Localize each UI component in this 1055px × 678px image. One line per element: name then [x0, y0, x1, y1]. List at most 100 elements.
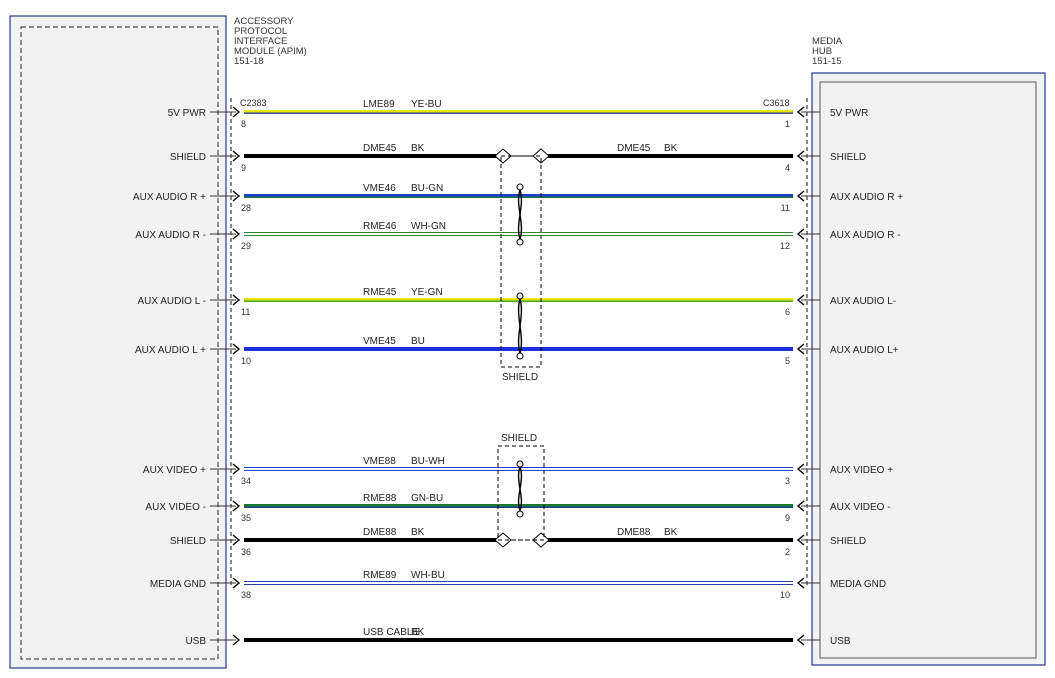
right-pin-number: 4	[785, 163, 790, 173]
wire-right-label: AUX AUDIO L-	[830, 296, 896, 307]
color-code-label: BU-WH	[411, 456, 445, 467]
wire-right-label: MEDIA GND	[830, 579, 886, 590]
left-terminal-chevron	[232, 106, 241, 118]
right-terminal-chevron	[796, 634, 805, 646]
left-terminal-chevron	[232, 534, 241, 546]
right-pin-number: 12	[780, 241, 790, 251]
wire-left-label: AUX AUDIO R -	[135, 230, 206, 241]
right-terminal-chevron	[796, 150, 805, 162]
circuit-label: DME88	[363, 527, 397, 538]
left-terminal-chevron	[232, 463, 241, 475]
video-shield-label: SHIELD	[501, 433, 537, 444]
color-code-label: BK	[411, 143, 425, 154]
apim-title-line: INTERFACE	[234, 36, 287, 47]
right-color-code-label: BK	[664, 143, 678, 154]
wire-right-label: SHIELD	[830, 152, 866, 163]
right-terminal-chevron	[796, 500, 805, 512]
wire-left-label: AUX VIDEO -	[145, 502, 206, 513]
media-hub-title-line: 151-15	[812, 56, 842, 67]
left-terminal-chevron	[232, 500, 241, 512]
right-terminal-chevron	[796, 106, 805, 118]
aux-audio-l-twisted-pair-twist-b	[517, 298, 523, 354]
left-terminal-chevron	[232, 150, 241, 162]
circuit-label: VME45	[363, 336, 396, 347]
wire-left-label: AUX AUDIO L -	[137, 296, 206, 307]
apim-title-line: 151-18	[234, 56, 264, 67]
right-terminal-chevron	[796, 343, 805, 355]
right-circuit-label: DME88	[617, 527, 651, 538]
wire-left-label: MEDIA GND	[150, 579, 206, 590]
media-hub-title-line: HUB	[812, 46, 832, 57]
left-pin-number: 35	[241, 513, 251, 523]
media-hub-module-box	[811, 72, 1046, 666]
wire-right-label: USB	[830, 636, 851, 647]
wire-left-label: AUX AUDIO R +	[133, 192, 206, 203]
right-pin-number: 6	[785, 307, 790, 317]
aux-video-twisted-pair-top-node	[516, 460, 524, 468]
left-terminal-chevron	[232, 577, 241, 589]
circuit-label: RME89	[363, 570, 397, 581]
color-code-label: WH-GN	[411, 221, 446, 232]
apim-title-line: MODULE (APIM)	[234, 46, 307, 57]
color-code-label: GN-BU	[411, 493, 443, 504]
left-pin-number: 9	[241, 163, 246, 173]
left-pin-number: 34	[241, 476, 251, 486]
apim-title-line: ACCESSORY	[234, 16, 294, 27]
right-terminal-chevron	[796, 228, 805, 240]
media-hub-inner-outline	[819, 81, 1037, 659]
right-terminal-chevron	[796, 534, 805, 546]
circuit-label: LME89	[363, 99, 395, 110]
aux-audio-r-twisted-pair-twist-b	[517, 189, 523, 240]
audio-shield-label: SHIELD	[502, 372, 538, 383]
apim-module-inner-outline	[20, 26, 219, 660]
right-pin-number: 1	[785, 119, 790, 129]
wire-right-label: AUX AUDIO L+	[830, 345, 899, 356]
circuit-label: VME88	[363, 456, 396, 467]
left-terminal-chevron	[232, 294, 241, 306]
right-pin-number: 5	[785, 356, 790, 366]
circuit-label: DME45	[363, 143, 397, 154]
left-terminal-chevron	[232, 228, 241, 240]
color-code-label: BU	[411, 336, 425, 347]
left-pin-number: 28	[241, 203, 251, 213]
right-terminal-chevron	[796, 294, 805, 306]
wire-right-label: 5V PWR	[830, 108, 868, 119]
right-terminal-chevron	[796, 577, 805, 589]
right-color-code-label: BK	[664, 527, 678, 538]
apim-title-line: PROTOCOL	[234, 26, 287, 37]
circuit-label: USB CABLE	[363, 627, 419, 638]
connector-c2383-label: C2383	[240, 98, 267, 108]
color-code-label: BU-GN	[411, 183, 443, 194]
aux-audio-l-twisted-pair-bottom-node	[516, 352, 524, 360]
color-code-label: BK	[411, 627, 425, 638]
wire-right-label: AUX AUDIO R +	[830, 192, 903, 203]
right-pin-number: 9	[785, 513, 790, 523]
right-terminal-chevron	[796, 190, 805, 202]
left-terminal-chevron	[232, 343, 241, 355]
wire-right-label: AUX VIDEO -	[830, 502, 891, 513]
wire-right-label: AUX VIDEO +	[830, 465, 893, 476]
video-shield-box	[497, 445, 545, 541]
aux-audio-r-twisted-pair-bottom-node	[516, 238, 524, 246]
wire-left-label: SHIELD	[170, 536, 206, 547]
circuit-label: RME46	[363, 221, 397, 232]
right-pin-number: 2	[785, 547, 790, 557]
wire-right-label: SHIELD	[830, 536, 866, 547]
left-pin-number: 8	[241, 119, 246, 129]
color-code-label: YE-GN	[411, 287, 443, 298]
circuit-label: VME46	[363, 183, 396, 194]
left-pin-number: 36	[241, 547, 251, 557]
right-pin-number: 10	[780, 590, 790, 600]
wire-left-label: AUX AUDIO L +	[135, 345, 206, 356]
wire-left-label: SHIELD	[170, 152, 206, 163]
